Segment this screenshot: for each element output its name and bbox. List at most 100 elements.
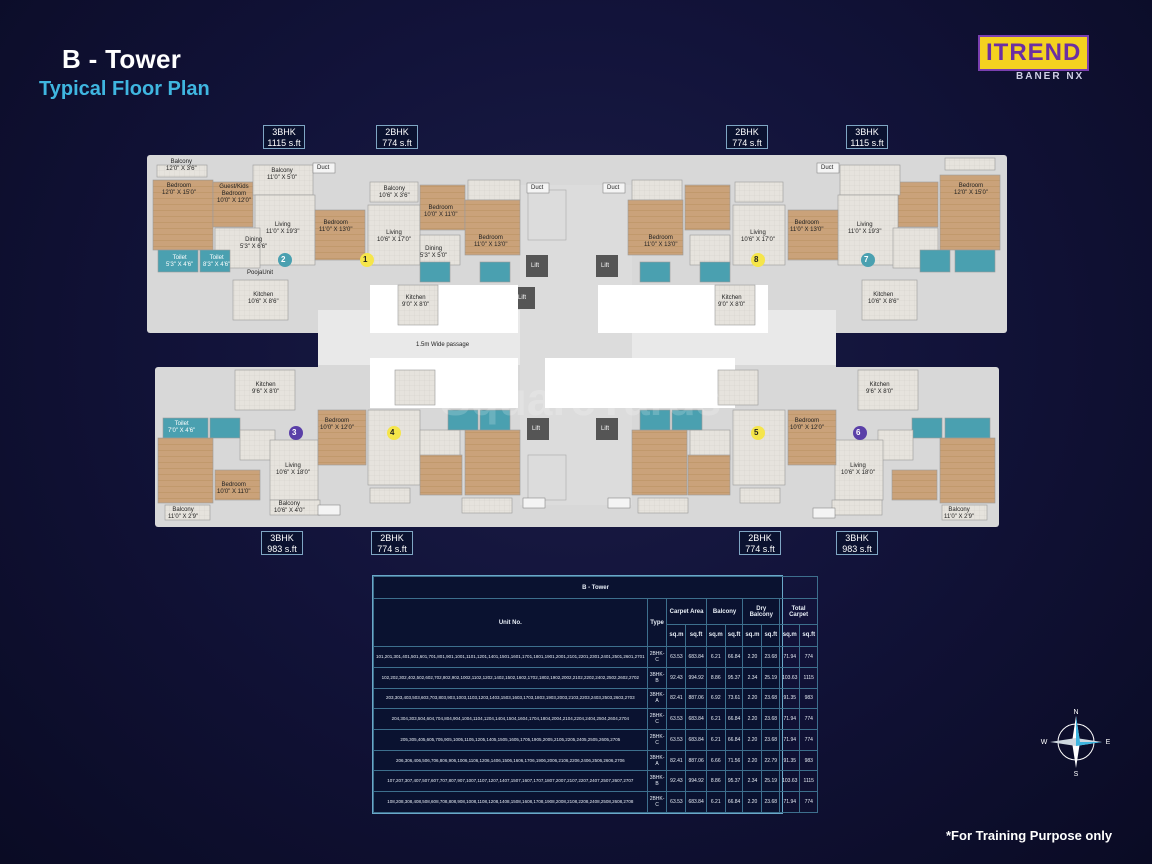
cell-value: 1115 xyxy=(799,770,819,793)
logo-wordmark: ITREND xyxy=(978,35,1090,71)
room-label: Dining 5'3" X 5'0" xyxy=(420,246,448,259)
room-label: Kitchen 10'6" X 8'6" xyxy=(868,292,899,305)
room-label: Kitchen 9'6" X 8'0" xyxy=(866,382,894,395)
room-label: Bedroom 10'0" X 12'0" xyxy=(790,418,824,431)
lift-label: Lift xyxy=(518,295,527,301)
unit-number: 5 xyxy=(754,428,759,437)
cell-unit-numbers: 206,306,406,506,706,806,906,1006,1106,12… xyxy=(373,749,648,772)
th-sub: sq.m xyxy=(705,623,726,648)
cell-value: 887.06 xyxy=(685,749,707,772)
table-row: 107,207,307,407,507,607,707,807,907,1007… xyxy=(373,770,819,793)
th-total-carpet: Total Carpet xyxy=(779,598,819,625)
compass-rose: N S E W xyxy=(1041,709,1111,778)
room-label: Bedroom 12'0" X 15'0" xyxy=(162,183,196,196)
cell-value: 92.43 xyxy=(666,770,687,793)
cell-type: 2BHK-C xyxy=(646,708,668,731)
room-label: Bedroom 11'0" X 13'0" xyxy=(644,235,678,248)
logo-subtext: BANER NX xyxy=(1016,71,1085,82)
cell-value: 774 xyxy=(799,791,819,813)
compass-w: W xyxy=(1041,739,1048,746)
unit-number: 7 xyxy=(864,255,869,264)
cell-type: 2BHK-C xyxy=(646,646,668,668)
room-label: Toilet 8'3" X 4'6" xyxy=(203,255,231,268)
cell-value: 2.34 xyxy=(742,666,763,689)
cell-value: 683.84 xyxy=(685,646,707,668)
cell-value: 6.21 xyxy=(705,646,726,668)
th-sub: sq.ft xyxy=(799,623,819,648)
cell-value: 6.66 xyxy=(705,749,726,772)
room-label: Balcony 12'0" X 3'6" xyxy=(166,159,197,172)
room-label: Kitchen 9'0" X 8'0" xyxy=(402,295,430,308)
cell-value: 6.21 xyxy=(705,791,726,813)
room-label: Living 10'6" X 17'0" xyxy=(377,230,411,243)
training-note: *For Training Purpose only xyxy=(946,828,1113,843)
watermark: SquareYards xyxy=(440,373,722,425)
room-label: Bedroom 10'0" X 12'0" xyxy=(320,418,354,431)
unit-3-rooms xyxy=(157,369,367,521)
room-label: PoojaUnit xyxy=(247,270,274,276)
table-row: 101,201,301,401,501,601,701,801,901,1001… xyxy=(373,646,819,668)
cell-unit-numbers: 108,208,308,408,508,608,708,808,908,1008… xyxy=(373,791,648,813)
cell-type: 3BHK-B xyxy=(646,770,668,793)
unit-6-rooms xyxy=(787,369,996,521)
cell-value: 8.86 xyxy=(705,666,726,689)
cell-value: 71.94 xyxy=(779,729,801,751)
lift-label: Lift xyxy=(531,263,540,269)
room-label: Bedroom 12'0" X 15'0" xyxy=(954,183,988,196)
cell-value: 71.94 xyxy=(779,708,801,731)
cell-value: 683.84 xyxy=(685,708,707,731)
cell-value: 25.19 xyxy=(761,666,781,689)
cell-value: 92.43 xyxy=(666,666,687,689)
room-label: Toilet 5'3" X 4'6" xyxy=(166,255,194,268)
cell-value: 683.84 xyxy=(685,729,707,751)
room-label: Living 10'6" X 18'0" xyxy=(841,463,875,476)
unit-number: 6 xyxy=(856,428,861,437)
cell-value: 82.41 xyxy=(666,749,687,772)
cell-value: 66.84 xyxy=(724,729,744,751)
cell-value: 103.63 xyxy=(779,770,801,793)
cell-value: 994.92 xyxy=(685,666,707,689)
cell-value: 71.94 xyxy=(779,646,801,668)
cell-unit-numbers: 101,201,301,401,501,601,701,801,901,1001… xyxy=(373,646,648,668)
cell-value: 6.21 xyxy=(705,708,726,731)
unit-8-rooms xyxy=(627,179,786,326)
cell-unit-numbers: 107,207,307,407,507,607,707,807,907,1007… xyxy=(373,770,648,793)
table-row: 102,202,302,402,502,602,702,802,902,1002… xyxy=(373,666,819,689)
compass-n: N xyxy=(1073,709,1078,716)
cell-value: 6.92 xyxy=(705,687,726,710)
cell-value: 66.84 xyxy=(724,646,744,668)
cell-value: 91.35 xyxy=(779,687,801,710)
table-row: 108,208,308,408,508,608,708,808,908,1008… xyxy=(373,791,819,813)
room-label: Living 10'6" X 17'0" xyxy=(741,230,775,243)
page-subtitle: Typical Floor Plan xyxy=(39,78,210,100)
cell-value: 73.61 xyxy=(724,687,744,710)
duct-label: Duct xyxy=(821,165,834,171)
duct-label: Duct xyxy=(317,165,330,171)
cell-value: 8.86 xyxy=(705,770,726,793)
cell-type: 3BHK-A xyxy=(646,749,668,772)
th-sub: sq.m xyxy=(742,623,763,648)
th-dry-balcony: Dry Balcony xyxy=(742,598,781,625)
unit-number: 8 xyxy=(754,255,759,264)
cell-value: 983 xyxy=(799,687,819,710)
room-label: Guest/Kids Bedroom 10'0" X 12'0" xyxy=(217,184,251,204)
unit-markers xyxy=(278,253,875,440)
room-label: Balcony 11'0" X 2'9" xyxy=(168,507,199,520)
cell-type: 2BHK-C xyxy=(646,791,668,813)
th-unit-no: Unit No. xyxy=(373,598,648,648)
unit-2-rooms xyxy=(152,164,366,321)
cell-value: 774 xyxy=(799,729,819,751)
cell-unit-numbers: 203,303,403,503,603,703,803,903,1003,110… xyxy=(373,687,648,710)
cell-value: 71.56 xyxy=(724,749,744,772)
room-label: Living 11'0" X 19'3" xyxy=(848,222,882,235)
page-title: B - Tower xyxy=(62,44,182,74)
cell-unit-numbers: 205,305,405,605,705,905,1005,1105,1205,1… xyxy=(373,729,648,751)
room-label: Balcony 11'0" X 5'0" xyxy=(267,168,298,181)
cell-value: 23.68 xyxy=(761,708,781,731)
room-label: Balcony 11'0" X 2'9" xyxy=(944,507,975,520)
cell-value: 71.94 xyxy=(779,791,801,813)
room-label: Bedroom 11'0" X 13'0" xyxy=(474,235,508,248)
